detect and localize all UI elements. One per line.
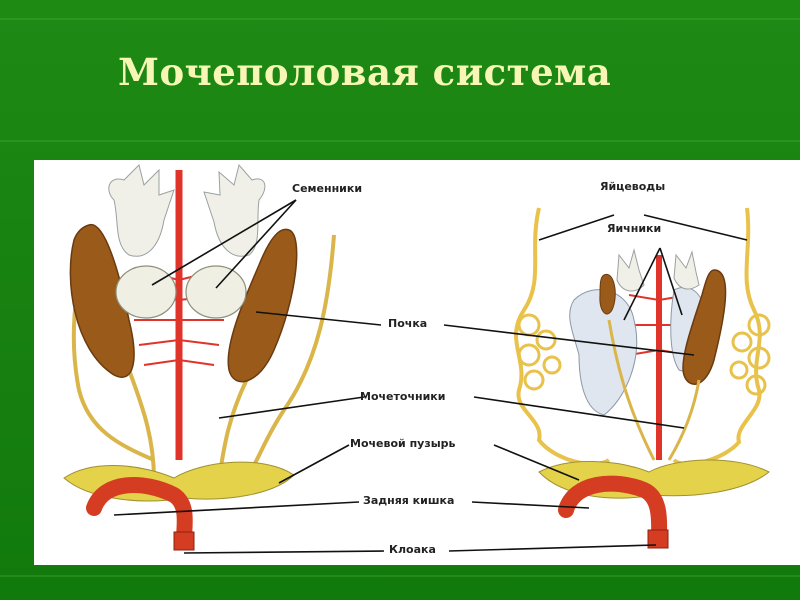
testis-left <box>115 265 177 319</box>
leader-ovary-left <box>623 247 661 321</box>
leader-hindgut-male <box>113 501 360 516</box>
leader-oviduct-left <box>538 214 615 241</box>
label-testes: Семенники <box>292 182 363 195</box>
leader-lines <box>113 199 748 554</box>
female-fat-body-left <box>616 248 645 292</box>
male-hindgut <box>86 477 193 548</box>
leader-kidney-female <box>443 324 695 356</box>
testis-right <box>185 265 247 319</box>
leader-kidney-male <box>255 311 382 326</box>
background-stripe <box>0 575 800 577</box>
leader-cloaca-male <box>183 550 385 554</box>
male-ureter-left <box>127 369 156 481</box>
diagram-panel: Семенники Яйцеводы Яичники Почка Мочеточ… <box>34 160 800 565</box>
male-kidney-left <box>69 224 135 378</box>
oviduct-right <box>672 207 762 466</box>
background-stripe <box>0 18 800 20</box>
male-fat-body-right <box>203 163 266 257</box>
leader-bladder-male <box>278 444 350 484</box>
male-duct-right <box>247 234 336 474</box>
leader-ureters-female <box>473 396 685 429</box>
female-cloaca <box>647 529 669 549</box>
female-kidney-left <box>599 273 616 315</box>
female-ureter-right <box>667 379 701 461</box>
male-fat-body-left <box>108 164 175 257</box>
female-system <box>513 207 771 549</box>
label-kidney: Почка <box>388 317 428 330</box>
urogenital-diagram <box>63 163 771 554</box>
leader-ovary-right <box>659 247 683 316</box>
leader-testes-left <box>151 199 297 286</box>
leader-hindgut-female <box>471 501 590 509</box>
leader-bladder-female <box>493 444 580 481</box>
female-ureter-left <box>607 319 656 461</box>
male-cloaca <box>173 531 195 551</box>
oviduct-left <box>513 207 611 466</box>
oviduct-coils <box>517 313 771 396</box>
label-oviducts: Яйцеводы <box>600 180 666 193</box>
slide-title: Мочеполовая система <box>118 50 612 94</box>
label-ovaries: Яичники <box>607 222 662 235</box>
label-bladder: Мочевой пузырь <box>350 437 456 450</box>
background-stripe <box>0 140 800 142</box>
leader-testes-right <box>215 199 297 289</box>
leader-oviduct-right <box>643 214 748 241</box>
label-hindgut: Задняя кишка <box>363 494 455 507</box>
female-hindgut <box>558 475 668 546</box>
leader-cloaca-female <box>448 544 657 552</box>
ovary-left <box>569 289 638 416</box>
label-cloaca: Клоака <box>389 543 436 556</box>
label-ureters: Мочеточники <box>360 390 446 403</box>
male-kidney-right <box>227 228 298 383</box>
leader-ureters-male <box>218 396 365 419</box>
male-system <box>63 163 336 551</box>
female-fat-body-right <box>673 250 700 290</box>
